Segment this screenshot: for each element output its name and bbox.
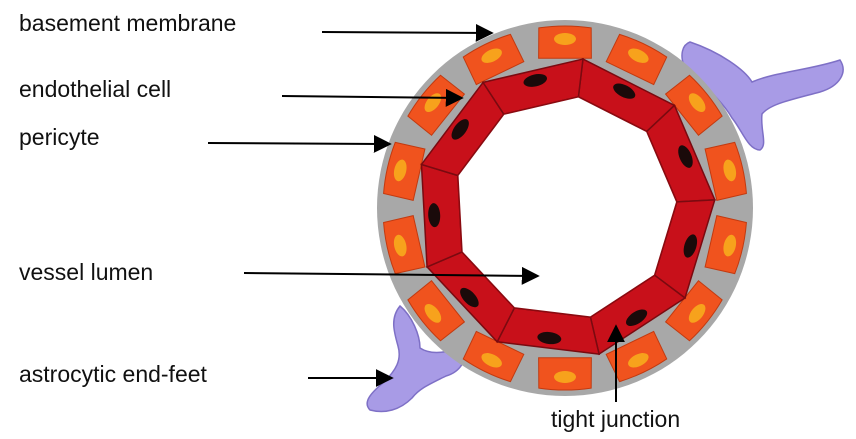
label-endothelial-cell: endothelial cell bbox=[19, 76, 171, 103]
label-vessel-lumen: vessel lumen bbox=[19, 259, 153, 286]
pericyte-nucleus bbox=[554, 33, 576, 45]
label-astrocytic-end-feet: astrocytic end-feet bbox=[19, 361, 207, 388]
label-basement-membrane: basement membrane bbox=[19, 10, 236, 37]
label-tight-junction: tight junction bbox=[551, 406, 680, 433]
arrow-pericyte bbox=[208, 143, 390, 144]
label-pericyte: pericyte bbox=[19, 124, 100, 151]
pericyte-nucleus bbox=[554, 371, 576, 383]
arrow-basement-membrane bbox=[322, 32, 492, 33]
endothelial-cell bbox=[421, 164, 462, 266]
